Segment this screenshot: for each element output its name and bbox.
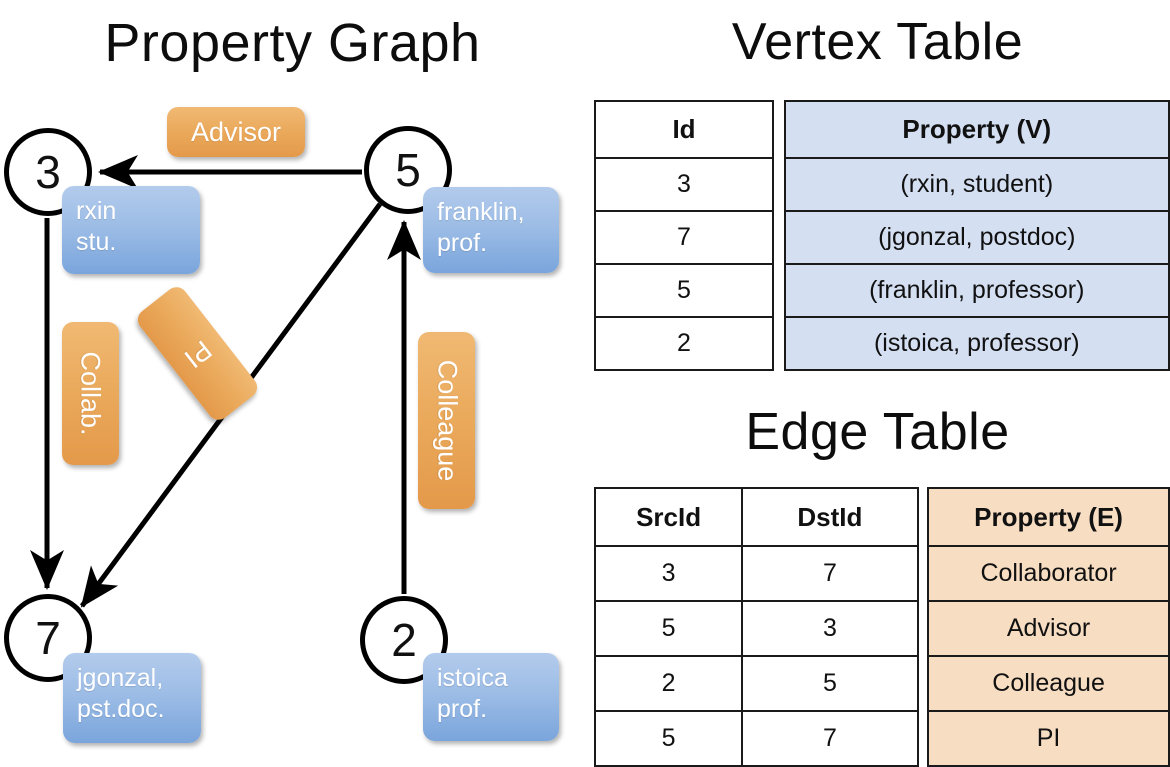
vertex-cell-property: (franklin, professor)	[783, 263, 1170, 318]
column-gap	[917, 546, 929, 601]
edge-label-text: Advisor	[190, 116, 282, 147]
table-row: 5 (franklin, professor)	[594, 263, 1170, 318]
table-row: 3 (rxin, student)	[594, 157, 1170, 212]
vertex-property-line: jgonzal,	[77, 664, 164, 692]
graph-node-2[interactable]: 2	[360, 596, 448, 684]
edge-cell-dstid: 3	[741, 600, 919, 657]
edge-cell-srcid: 5	[593, 600, 744, 657]
edge-label-text: Collab.	[76, 351, 107, 436]
table-row: 5 3 Advisor	[593, 600, 1170, 657]
column-gap	[772, 317, 785, 370]
edge-label-text: PI	[178, 334, 218, 374]
page-title-vertex-table: Vertex Table	[731, 13, 1024, 71]
vertex-property-line: prof.	[437, 229, 488, 258]
edge-cell-srcid: 5	[593, 710, 744, 767]
vertex-cell-id: 5	[594, 263, 774, 318]
vertex-cell-property: (jgonzal, postdoc)	[783, 210, 1170, 265]
edge-label-collab: Collab.	[62, 322, 119, 465]
column-gap	[917, 711, 929, 766]
column-gap	[917, 656, 929, 711]
vertex-cell-id: 2	[594, 316, 774, 371]
table-row: 2 5 Colleague	[593, 655, 1170, 712]
vertex-cell-property: (istoica, professor)	[783, 316, 1170, 371]
vertex-property-line: istoica	[437, 664, 508, 692]
edge-table-header-property: Property (E)	[927, 487, 1170, 547]
column-gap	[772, 211, 785, 264]
property-graph-diagram: 3 5 7 2 rxin stu. franklin, prof. jgonza…	[0, 0, 585, 760]
edge-cell-dstid: 5	[741, 655, 919, 712]
edge-cell-property: PI	[927, 710, 1170, 767]
vertex-property-box-3: rxin stu.	[62, 186, 200, 274]
vertex-property-line: rxin	[76, 197, 117, 225]
graph-node-5[interactable]: 5	[364, 126, 452, 214]
vertex-property-box-5: franklin, prof.	[423, 187, 559, 273]
edge-table-header-dstid: DstId	[741, 487, 919, 547]
edge-cell-property: Colleague	[927, 655, 1170, 712]
edge-label-text: Colleague	[432, 359, 462, 482]
edge-label-colleague: Colleague	[418, 332, 475, 509]
table-header-row: SrcId DstId Property (E)	[593, 487, 1170, 547]
vertex-property-box-2: istoica prof.	[423, 653, 559, 741]
edge-cell-property: Advisor	[927, 600, 1170, 657]
edge-cell-property: Collaborator	[927, 545, 1170, 602]
edge-cell-srcid: 2	[593, 655, 744, 712]
vertex-property-line: stu.	[76, 228, 117, 257]
edge-table-header-srcid: SrcId	[593, 487, 744, 547]
edge-cell-dstid: 7	[741, 545, 919, 602]
column-gap	[772, 264, 785, 317]
page-title-property-graph: Property Graph	[104, 13, 481, 73]
table-row: 3 7 Collaborator	[593, 545, 1170, 602]
table-row: 7 (jgonzal, postdoc)	[594, 210, 1170, 265]
vertex-cell-id: 7	[594, 210, 774, 265]
vertex-table-header-id: Id	[594, 100, 774, 159]
vertex-table: Id Property (V) 3 (rxin, student) 7 (jgo…	[594, 100, 1170, 371]
vertex-cell-property: (rxin, student)	[783, 157, 1170, 212]
table-row: 5 7 PI	[593, 710, 1170, 767]
page-title-edge-table: Edge Table	[745, 403, 1010, 461]
vertex-property-line: pst.doc.	[77, 695, 165, 724]
vertex-property-line: franklin,	[437, 198, 525, 226]
vertex-property-box-7: jgonzal, pst.doc.	[63, 653, 201, 743]
edge-cell-srcid: 3	[593, 545, 744, 602]
edge-table: SrcId DstId Property (E) 3 7 Collaborato…	[593, 487, 1170, 767]
column-gap	[917, 601, 929, 656]
column-gap	[772, 158, 785, 211]
edge-cell-dstid: 7	[741, 710, 919, 767]
vertex-table-header-property: Property (V)	[783, 100, 1170, 159]
vertex-property-line: prof.	[437, 695, 488, 724]
edge-label-advisor: Advisor	[167, 107, 305, 157]
vertex-cell-id: 3	[594, 157, 774, 212]
column-gap	[917, 488, 929, 546]
column-gap	[772, 101, 785, 158]
table-row: 2 (istoica, professor)	[594, 316, 1170, 371]
table-header-row: Id Property (V)	[594, 100, 1170, 159]
